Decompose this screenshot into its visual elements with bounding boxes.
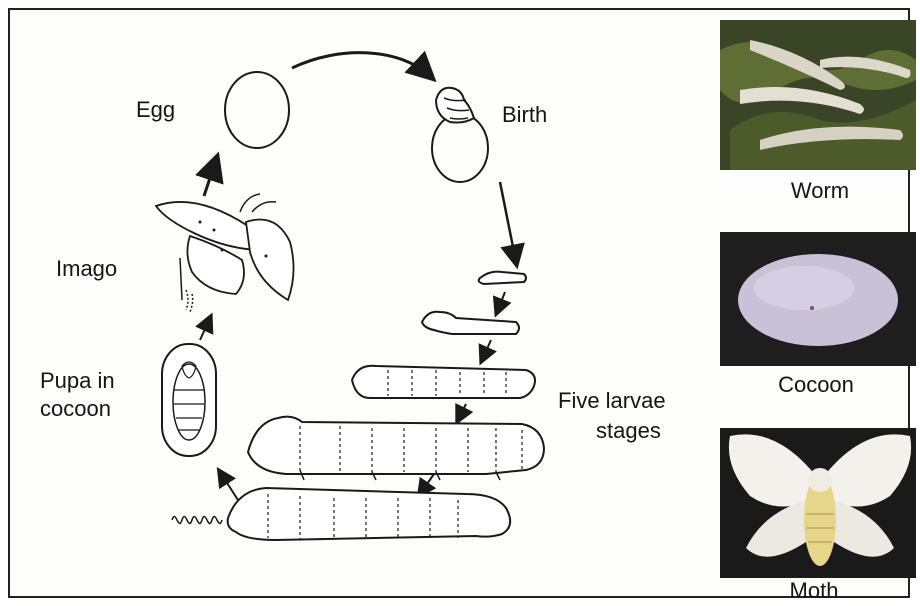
larva-stage-2 [422,312,519,334]
arrow-birth-to-larva [500,182,516,262]
caption-cocoon: Cocoon [716,372,916,398]
arrow-larva-3-4 [458,404,466,420]
egg-drawing [225,72,289,148]
caption-worm: Worm [720,178,920,204]
larva-stage-3 [352,366,535,398]
label-egg: Egg [136,97,175,123]
larva-stage-1 [479,272,526,284]
cocoon-photo [720,232,916,366]
arrow-larva-1-2 [497,292,505,312]
larva-stage-5 [172,488,510,540]
arrow-imago-stem [180,258,182,300]
label-birth: Birth [502,102,547,128]
label-imago: Imago [56,256,117,282]
imago-drawing [156,194,294,312]
moth-photo [720,428,916,578]
arrow-egg-to-birth [292,53,430,76]
larva-stage-4 [248,417,544,480]
arrow-larva-to-pupa [220,472,238,500]
label-pupa-line2: cocoon [40,396,111,422]
arrow-imago-to-egg [204,160,216,196]
label-larvae-line2: stages [596,418,661,444]
silkworm-photo [720,20,916,170]
label-larvae-line1: Five larvae [558,388,666,414]
arrow-larva-4-5 [420,474,434,494]
hatching-egg-drawing [432,88,488,182]
arrow-pupa-to-imago [200,318,210,340]
label-pupa-line1: Pupa in [40,368,115,394]
arrow-larva-2-3 [482,340,491,360]
pupa-cocoon-drawing [162,344,216,456]
caption-moth: Moth [714,578,914,604]
